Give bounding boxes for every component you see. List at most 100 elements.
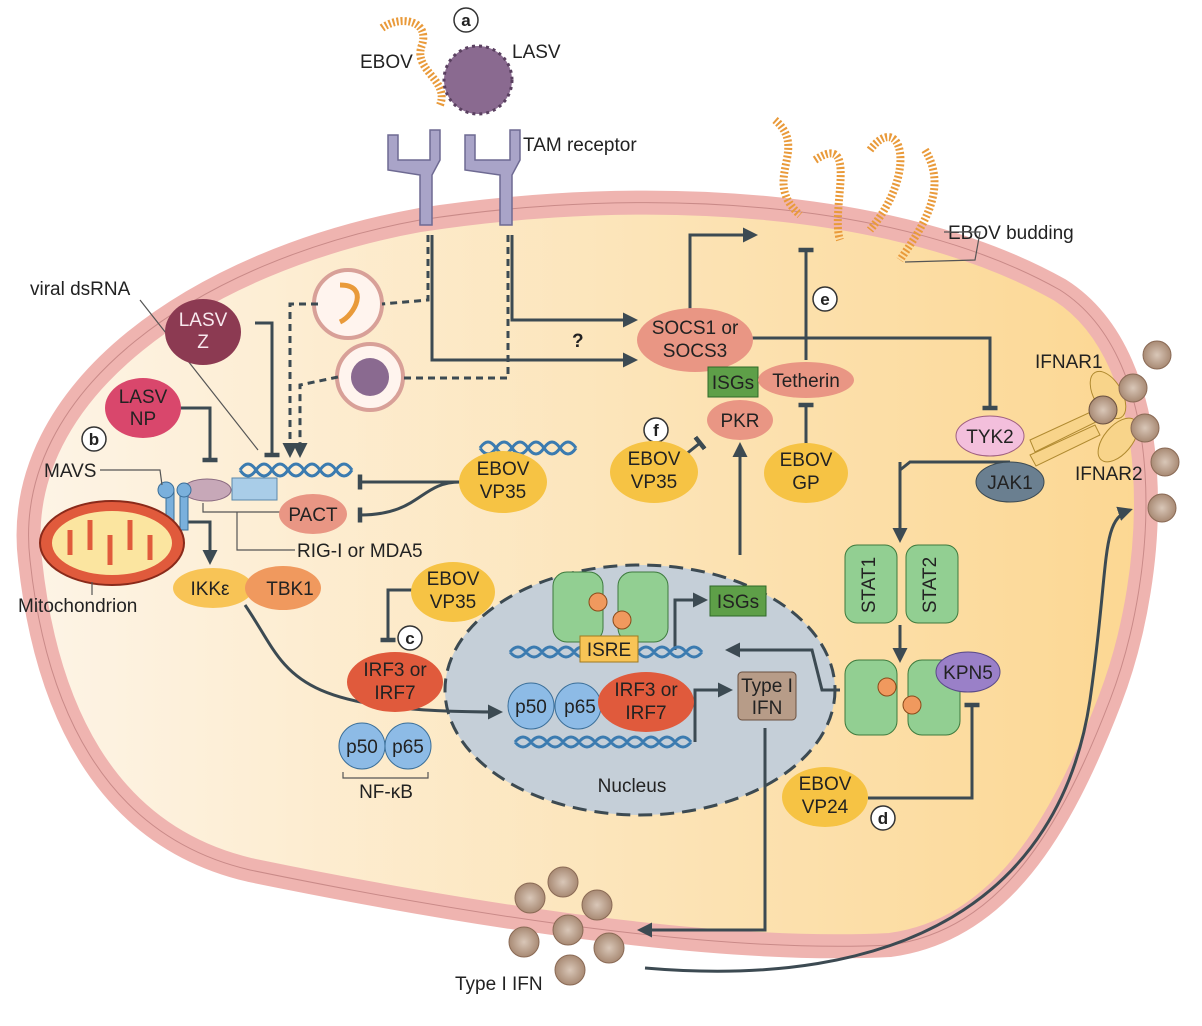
panel-f: f: [643, 417, 669, 443]
svg-text:NP: NP: [130, 409, 156, 430]
svg-text:IRF3 or: IRF3 or: [363, 660, 427, 681]
endosome-lasv: [335, 342, 405, 412]
stat-dimer-nuc: [552, 571, 669, 643]
svg-text:TBK1: TBK1: [266, 579, 314, 600]
svg-text:Tetherin: Tetherin: [772, 371, 840, 392]
ebov-label: EBOV: [360, 52, 413, 73]
tam-receptor-left: [387, 129, 441, 226]
dna-cyto: [478, 440, 578, 456]
svg-text:SOCS3: SOCS3: [663, 341, 727, 362]
lasv-virion: [442, 44, 514, 116]
ebov-virion: [379, 17, 446, 107]
tetherin: Tetherin: [758, 362, 854, 398]
ebov-budding-label: EBOV budding: [948, 223, 1074, 244]
type1-ifn-label: Type I IFN: [455, 974, 543, 995]
viral-dsrna: [238, 462, 354, 478]
svg-text:e: e: [820, 290, 829, 309]
svg-text:VP35: VP35: [430, 592, 476, 613]
panel-e: e: [812, 286, 838, 312]
tam-receptor-right: [464, 129, 521, 226]
jak1: JAK1: [975, 461, 1045, 503]
svg-text:GP: GP: [792, 473, 819, 494]
kpn5: KPN5: [935, 651, 1001, 693]
type1-ifn-particles-right: [1118, 340, 1180, 523]
endosome-ebov: [312, 268, 384, 340]
svg-text:p65: p65: [392, 737, 424, 758]
rig-i-mda5: [231, 477, 278, 501]
ebov-budding-virions: [772, 116, 939, 263]
svg-text:VP35: VP35: [480, 482, 526, 503]
svg-text:c: c: [405, 629, 414, 648]
svg-text:EBOV: EBOV: [799, 774, 852, 795]
svg-text:ISGs: ISGs: [717, 592, 759, 613]
svg-text:EBOV: EBOV: [427, 569, 480, 590]
svg-text:IRF7: IRF7: [374, 683, 415, 704]
svg-text:STAT1: STAT1: [859, 557, 880, 613]
viral-dsrna-label: viral dsRNA: [30, 279, 131, 300]
svg-text:VP24: VP24: [802, 797, 849, 818]
svg-text:f: f: [653, 421, 659, 440]
svg-text:EBOV: EBOV: [780, 450, 833, 471]
unknown-mechanism-mark: ?: [572, 331, 584, 352]
svg-text:IRF3 or: IRF3 or: [614, 680, 678, 701]
pact: PACT: [279, 494, 347, 534]
rig-mda5-label: RIG-I or MDA5: [297, 541, 423, 562]
ifn-bound: [1088, 395, 1118, 425]
svg-text:ISGs: ISGs: [712, 373, 754, 394]
svg-text:IFN: IFN: [752, 698, 783, 719]
svg-text:ISRE: ISRE: [587, 640, 631, 661]
type1-ifn-particles-bottom: [508, 866, 625, 986]
svg-text:Type I: Type I: [741, 676, 793, 697]
svg-text:EBOV: EBOV: [477, 459, 530, 480]
pkr: PKR: [707, 400, 773, 440]
svg-text:p50: p50: [346, 737, 378, 758]
panel-c: c: [397, 625, 423, 651]
svg-text:b: b: [89, 430, 99, 449]
mavs: [157, 481, 192, 531]
svg-text:EBOV: EBOV: [628, 449, 681, 470]
svg-text:IKKε: IKKε: [190, 579, 230, 600]
mavs-label: MAVS: [44, 461, 96, 482]
isgs-cytoplasm: ISGs: [707, 366, 759, 398]
dna-ifn: [513, 735, 693, 749]
ikk-epsilon: IKKε: [173, 568, 253, 608]
ifnar1-label: IFNAR1: [1035, 352, 1103, 373]
svg-text:PKR: PKR: [720, 411, 759, 432]
svg-text:p65: p65: [564, 697, 596, 718]
isgs-nucleus: ISGs: [709, 585, 767, 617]
nfkb-cyto: p50 p65 NF-κB: [338, 722, 432, 803]
svg-text:NF-κB: NF-κB: [359, 782, 413, 803]
svg-text:VP35: VP35: [631, 472, 677, 493]
svg-text:a: a: [461, 11, 471, 30]
stat2: STAT2: [905, 544, 959, 624]
svg-text:SOCS1 or: SOCS1 or: [652, 318, 739, 339]
tbk1: TBK1: [245, 566, 321, 610]
isre: ISRE: [579, 635, 639, 663]
svg-text:Z: Z: [197, 332, 209, 353]
mitochondrion: [39, 500, 185, 586]
stat1: STAT1: [844, 544, 898, 624]
svg-text:p50: p50: [515, 697, 547, 718]
tyk2: TYK2: [955, 415, 1025, 457]
mitochondrion-label: Mitochondrion: [18, 596, 137, 617]
svg-text:PACT: PACT: [288, 505, 338, 526]
svg-text:LASV: LASV: [119, 387, 168, 408]
svg-text:LASV: LASV: [179, 310, 228, 331]
lasv-label: LASV: [512, 42, 561, 63]
svg-text:JAK1: JAK1: [987, 473, 1032, 494]
svg-text:STAT2: STAT2: [920, 557, 941, 613]
svg-text:d: d: [878, 809, 888, 828]
svg-text:TYK2: TYK2: [966, 427, 1014, 448]
